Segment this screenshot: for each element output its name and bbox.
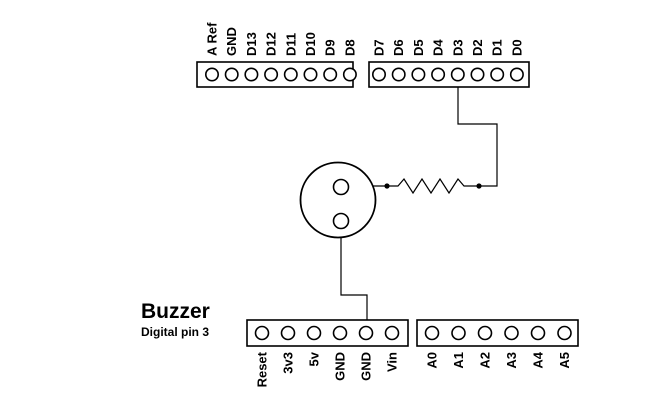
pin-power-gnd-3 [332, 325, 348, 341]
pin-power-gnd-4 [358, 325, 374, 341]
pin-digital-high-d9-6 [323, 67, 338, 82]
pin-power-3v3-1 [280, 325, 296, 341]
pin-digital-high-d10-5 [303, 67, 318, 82]
pin-label-analog-a0-0: A0 [425, 352, 440, 369]
pin-label-digital-low-d1-6: D1 [490, 39, 505, 56]
pin-label-digital-high-d10-5: D10 [303, 32, 318, 56]
pin-label-digital-low-d3-4: D3 [450, 39, 465, 56]
pin-digital-high-d8-7 [342, 67, 357, 82]
pin-digital-low-d6-1 [391, 67, 406, 82]
diagram-title: Buzzer [141, 300, 210, 323]
resistor [384, 177, 482, 195]
pin-label-power-3v3-1: 3v3 [281, 352, 296, 374]
pin-analog-a2-2 [477, 325, 493, 341]
buzzer-terminal-2 [332, 212, 350, 230]
pin-label-digital-low-d5-2: D5 [411, 39, 426, 56]
resistor-node-right [476, 183, 482, 189]
header-analog: A0 A1 A2 A3 A4 A5 [416, 319, 579, 369]
pin-digital-high-d11-4 [283, 67, 298, 82]
pin-digital-low-d0-7 [509, 67, 524, 82]
pin-label-analog-a1-1: A1 [451, 352, 466, 369]
analog-header-strip [416, 319, 579, 347]
pin-label-digital-low-d2-5: D2 [470, 39, 485, 56]
pin-analog-a3-3 [504, 325, 519, 341]
pin-label-digital-high-d9-6: D9 [323, 39, 338, 56]
pin-label-analog-a5-5: A5 [557, 352, 572, 369]
pin-analog-a5-5 [557, 325, 572, 341]
pin-digital-low-d1-6 [490, 67, 505, 82]
buzzer [299, 161, 377, 239]
pin-digital-low-d7-0 [371, 67, 386, 82]
diagram-subtitle: Digital pin 3 [141, 325, 209, 339]
pin-label-analog-a2-2: A2 [478, 352, 493, 369]
pin-label-digital-low-d6-1: D6 [391, 39, 406, 56]
pin-analog-a1-1 [451, 325, 466, 341]
pin-analog-a4-4 [530, 325, 546, 341]
pin-label-analog-a4-4: A4 [531, 351, 546, 368]
pin-label-digital-high-d13-2: D13 [244, 32, 259, 56]
pin-label-digital-low-d7-0: D7 [372, 39, 387, 56]
pin-digital-low-d5-2 [411, 67, 426, 82]
pin-label-digital-high-d12-3: D12 [264, 32, 279, 56]
pin-label-digital-low-d0-7: D0 [509, 39, 524, 56]
pin-label-digital-high-a-ref-0: A Ref [205, 22, 220, 56]
wire-d3-to-resistor [457, 74, 498, 187]
pin-label-power-5v-2: 5v [307, 351, 322, 366]
header-power: Reset 3v3 5v GND GND Vin [246, 319, 409, 387]
power-header-strip [246, 319, 409, 347]
pin-label-digital-high-gnd-1: GND [224, 27, 239, 56]
pin-digital-low-d3-4 [450, 67, 465, 82]
pin-label-power-gnd-4: GND [359, 352, 374, 381]
pin-analog-a0-0 [424, 325, 440, 341]
wire-buzzer-to-gnd [340, 228, 368, 333]
buzzer-terminal-1 [332, 178, 350, 196]
pin-label-power-reset-0: Reset [255, 351, 270, 387]
resistor-node-left [384, 183, 390, 189]
pin-label-digital-high-d8-7: D8 [342, 39, 357, 56]
pin-power-5v-2 [306, 325, 322, 341]
pin-digital-low-d2-5 [470, 67, 485, 82]
buzzer-body [299, 161, 377, 239]
pin-label-power-vin-5: Vin [385, 352, 400, 372]
pin-power-reset-0 [254, 325, 270, 341]
pin-label-digital-low-d4-3: D4 [431, 39, 446, 56]
pin-digital-low-d4-3 [431, 67, 446, 82]
resistor-zigzag [387, 177, 479, 195]
pin-label-digital-high-d11-4: D11 [283, 33, 298, 56]
pin-label-power-gnd-3: GND [333, 352, 348, 381]
pin-digital-high-a-ref-0 [205, 67, 220, 82]
pin-power-vin-5 [384, 325, 400, 341]
pin-digital-high-d12-3 [264, 67, 279, 82]
pin-label-analog-a3-3: A3 [504, 352, 519, 369]
pin-digital-high-gnd-1 [224, 67, 239, 82]
pin-digital-high-d13-2 [244, 67, 259, 82]
